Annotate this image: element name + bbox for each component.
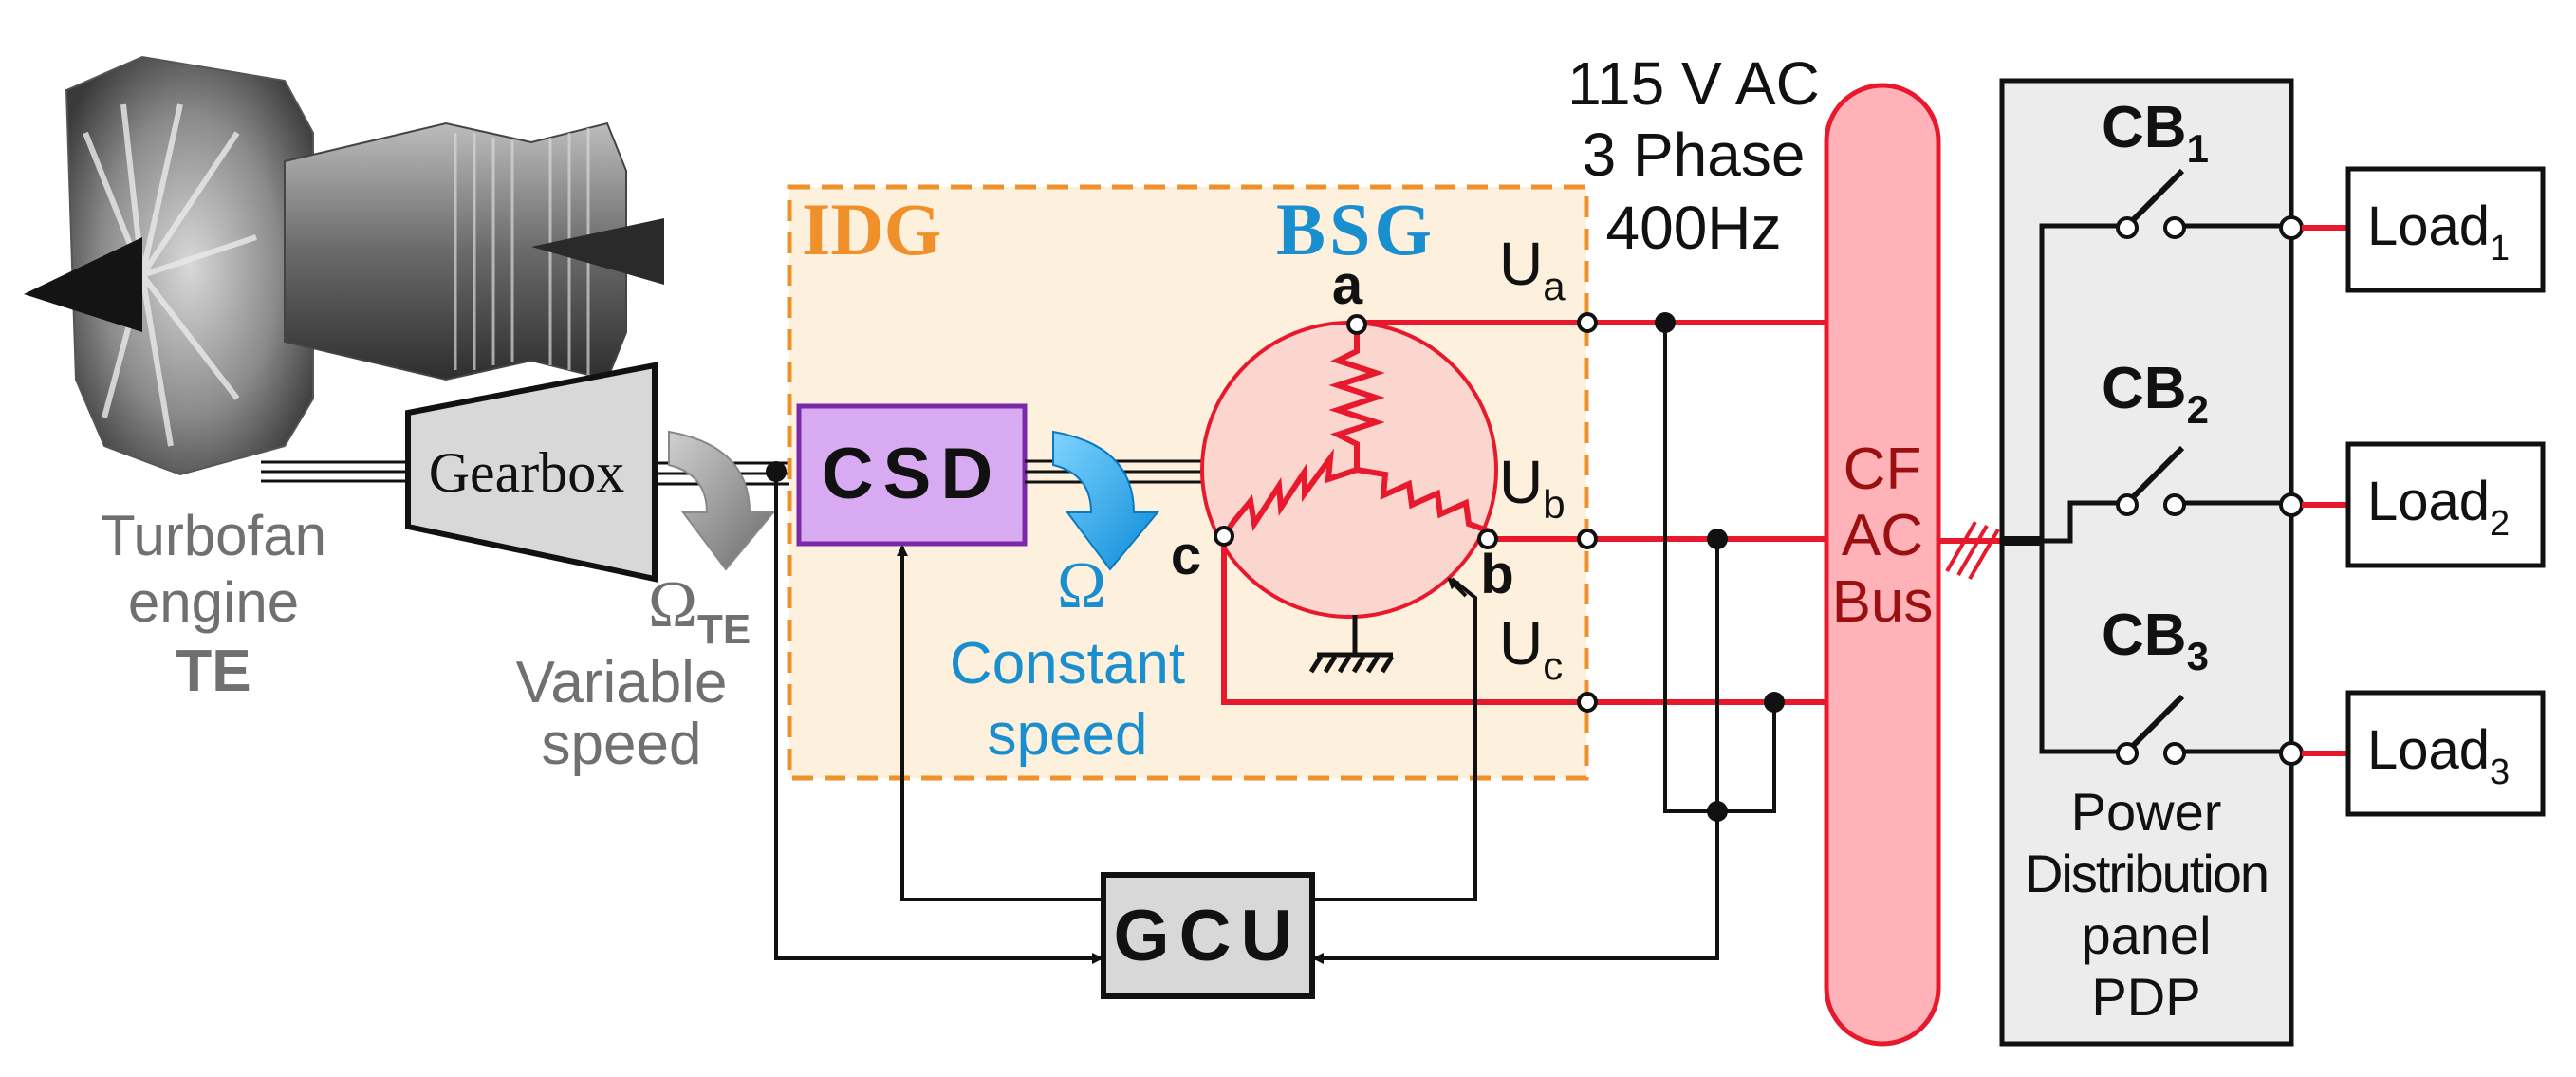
pdp-label-line4: PDP (2091, 967, 2200, 1027)
ground-icon (1308, 615, 1395, 674)
gearbox-label: Gearbox (429, 441, 625, 504)
breaker-switches (2116, 168, 2186, 765)
ua-label: Ua (1499, 230, 1566, 308)
three-phase-marker-icon (1945, 521, 2000, 580)
supply-frequency: 400Hz (1606, 194, 1782, 262)
supply-voltage: 115 V AC (1567, 49, 1820, 118)
exciter-control-arrow (1447, 577, 1468, 598)
turbofan-engine-illustration (24, 55, 664, 476)
load-box-1 (2345, 166, 2546, 293)
breaker-label-3: CB3 (2102, 603, 2209, 678)
load-label-2: Load2 (2367, 471, 2510, 544)
bus-label-line3: Bus (1832, 569, 1934, 635)
phase-b-label: b (1480, 544, 1513, 605)
ub-label: Ub (1499, 448, 1566, 527)
csd-block (796, 403, 1028, 547)
variable-speed-line1: Variable (516, 650, 728, 715)
load-label-3: Load3 (2367, 719, 2510, 792)
terminal-nodes (1214, 312, 1598, 713)
generator-windings (1221, 327, 1494, 540)
control-lines (774, 472, 1477, 960)
engine-shaft (261, 460, 408, 483)
constant-speed-line1: Constant (950, 631, 1185, 696)
idg-label: IDG (802, 188, 941, 270)
phase-c-label: c (1171, 525, 1201, 586)
load-box-2 (2345, 441, 2546, 568)
bus-label-line1: CF (1844, 436, 1922, 502)
load-label-1: Load1 (2367, 195, 2510, 269)
phase-a-label: a (1332, 254, 1363, 316)
breaker-label-2: CB2 (2102, 356, 2209, 432)
gcu-block (1101, 872, 1315, 999)
pdp-internal-wiring (2004, 223, 2291, 754)
cf-ac-bus (1824, 83, 1941, 1047)
pdp-label-line3: panel (2081, 905, 2211, 965)
bsg-label: BSG (1276, 188, 1436, 270)
uc-label: Uc (1499, 609, 1563, 688)
supply-phase: 3 Phase (1583, 121, 1806, 189)
variable-speed-line2: speed (542, 712, 702, 777)
variable-speed-arrow-icon (668, 430, 776, 571)
junction-dots (766, 312, 1785, 822)
gearbox-block (405, 362, 658, 583)
load-feeder-lines (2302, 225, 2348, 756)
constant-speed-line2: speed (988, 702, 1148, 768)
gcu-label: GCU (1114, 896, 1303, 976)
engine-label-line2: engine (128, 570, 299, 634)
omega-constant-symbol: Ω (1057, 549, 1106, 622)
constant-speed-arrow-icon (1052, 430, 1160, 571)
csd-label: CSD (822, 434, 1002, 514)
pdp-label-line2: Distribution (2025, 844, 2268, 903)
breaker-label-1: CB1 (2102, 95, 2209, 171)
load-box-3 (2345, 690, 2546, 817)
engine-label-line3: TE (176, 639, 250, 704)
omega-te-symbol: ΩTE (648, 568, 751, 653)
engine-label-line1: Turbofan (101, 504, 326, 567)
pdp-panel (1999, 78, 2294, 1047)
bus-label-line2: AC (1842, 503, 1923, 568)
pdp-label-line1: Power (2071, 782, 2222, 842)
